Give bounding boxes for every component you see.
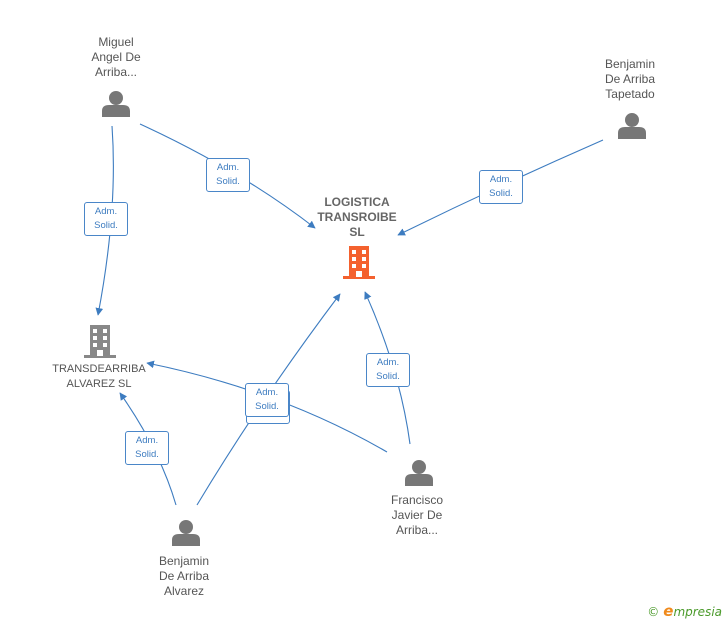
person-label-benjamin-alvarez[interactable]: Benjamin De Arriba Alvarez — [158, 554, 210, 598]
brand-name: mpresia — [673, 605, 722, 619]
person-icon-miguel — [102, 91, 130, 117]
relation-badge-tapetado-logistica: Adm. Solid. — [479, 170, 523, 204]
relation-badge-miguel-transdearriba: Adm. Solid. — [84, 202, 128, 236]
company-label-transdearriba[interactable]: TRANSDEARRIBA ALVAREZ SL — [52, 363, 146, 390]
person-icon-francisco — [405, 460, 433, 486]
person-icon-benjamin-alvarez — [172, 520, 200, 546]
relation-badge-francisco-logistica: Adm. Solid. — [366, 353, 410, 387]
building-icon-logistica — [343, 246, 375, 279]
brand-logo: ©empresia — [647, 602, 722, 620]
person-label-francisco[interactable]: Francisco Javier De Arriba... — [390, 493, 443, 537]
relation-badge-benjamin-transdearriba: Adm. Solid. — [125, 431, 169, 465]
company-label-logistica[interactable]: LOGISTICA TRANSROIBE SL — [317, 195, 397, 239]
copyright-icon: © — [647, 605, 660, 619]
brand-e: e — [663, 602, 674, 620]
person-label-miguel[interactable]: Miguel Angel De Arriba... — [91, 35, 141, 79]
relation-badge-benjamin-logistica: Adm. Solid. — [245, 383, 289, 417]
building-icon-transdearriba — [84, 325, 116, 358]
person-label-tapetado[interactable]: Benjamin De Arriba Tapetado — [604, 57, 656, 101]
person-icon-tapetado — [618, 113, 646, 139]
relation-badge-miguel-logistica: Adm. Solid. — [206, 158, 250, 192]
